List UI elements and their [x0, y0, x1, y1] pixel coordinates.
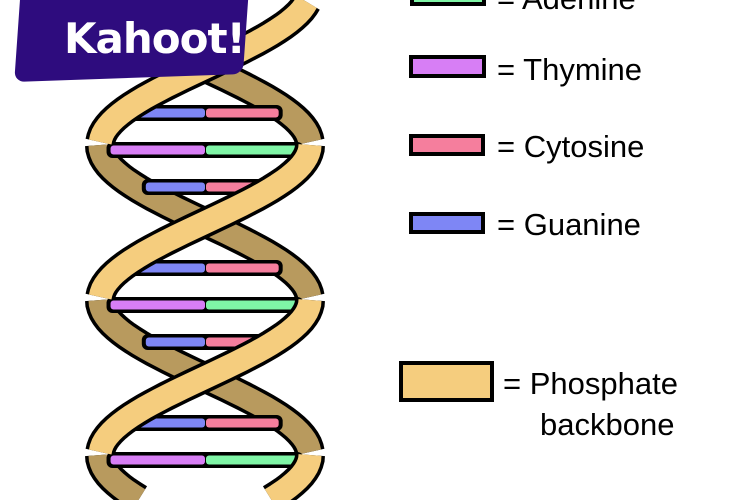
cytosine-swatch: [409, 134, 485, 156]
cytosine-base: [206, 263, 279, 273]
adenine-base: [206, 455, 300, 465]
adenine-label: = Adenine: [497, 0, 636, 14]
thymine-base: [110, 455, 205, 465]
thymine-base: [110, 300, 205, 310]
thymine-swatch: [409, 55, 486, 78]
guanine-base: [145, 337, 205, 347]
backbone-front-strand: [264, 454, 322, 500]
adenine-base: [206, 145, 300, 155]
backbone-back-strand: [88, 454, 146, 500]
backbone-front-strand: [88, 299, 322, 455]
phosphate-backbone-swatch: [399, 361, 494, 402]
adenine-base: [206, 300, 300, 310]
adenine-swatch: [410, 0, 486, 6]
cytosine-base: [206, 418, 279, 428]
guanine-label: = Guanine: [497, 207, 641, 242]
backbone-label: backbone: [540, 407, 675, 442]
thymine-base: [110, 145, 205, 155]
thymine-label: = Thymine: [497, 52, 643, 87]
cytosine-base: [206, 108, 279, 118]
guanine-swatch: [409, 212, 485, 234]
cytosine-label: = Cytosine: [497, 129, 645, 164]
backbone-front-strand: [88, 144, 322, 300]
guanine-base: [145, 182, 205, 192]
kahoot-logo-text: Kahoot!: [64, 14, 246, 63]
phosphate-label: = Phosphate: [503, 366, 678, 401]
